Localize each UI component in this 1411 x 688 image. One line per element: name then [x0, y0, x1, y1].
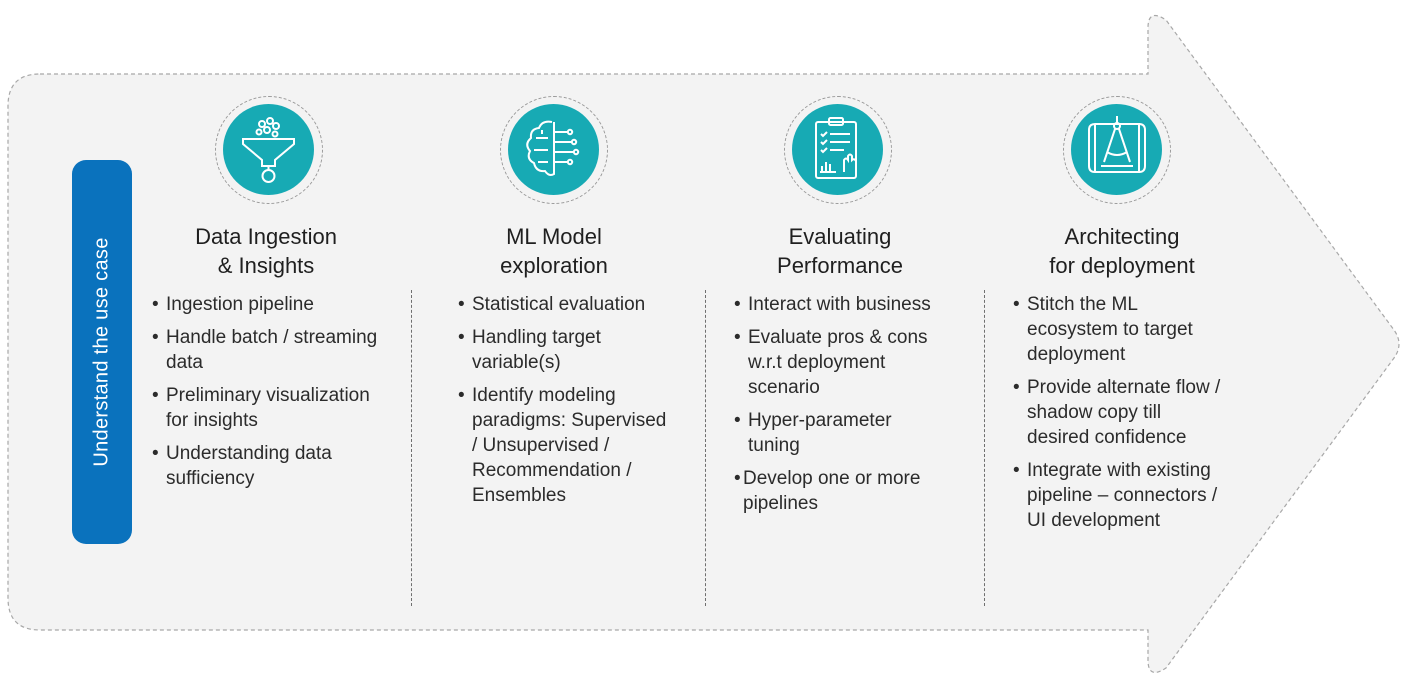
- stage-bullets-data-ingestion: Ingestion pipeline Handle batch / stream…: [152, 292, 392, 499]
- list-item: Handling target variable(s): [458, 325, 672, 375]
- list-item: Hyper-parameter tuning: [734, 408, 940, 458]
- use-case-side-label: Understand the use case: [72, 160, 132, 544]
- list-item: Handle batch / streaming data: [152, 325, 392, 375]
- list-item: Understanding data sufficiency: [152, 441, 392, 491]
- list-item: Statistical evaluation: [458, 292, 672, 317]
- stage-divider: [411, 290, 412, 606]
- stage-bullets-ml-model: Statistical evaluation Handling target v…: [458, 292, 672, 516]
- stage-title-line1: Evaluating: [788, 224, 892, 249]
- list-item: Evaluate pros & cons w.r.t deployment sc…: [734, 325, 940, 400]
- side-label-text: Understand the use case: [90, 237, 113, 467]
- list-item: Integrate with existing pipeline – conne…: [1013, 458, 1227, 533]
- list-item: Stitch the ML ecosystem to target deploy…: [1013, 292, 1227, 367]
- list-item: Interact with business: [734, 292, 940, 317]
- funnel-icon: [215, 96, 323, 204]
- stage-title-line1: ML Model: [506, 224, 602, 249]
- stage-divider: [705, 290, 706, 606]
- stage-title-evaluating: Evaluating Performance: [732, 222, 948, 280]
- list-item: Preliminary visualization for insights: [152, 383, 392, 433]
- stage-bullets-architecting: Stitch the ML ecosystem to target deploy…: [1013, 292, 1227, 541]
- stage-title-ml-model: ML Model exploration: [446, 222, 662, 280]
- stage-title-line2: Performance: [777, 253, 903, 278]
- stage-divider: [984, 290, 985, 606]
- stage-title-line2: for deployment: [1049, 253, 1195, 278]
- stage-title-line1: Architecting: [1064, 224, 1180, 249]
- clipboard-checklist-icon: [784, 96, 892, 204]
- stage-title-data-ingestion: Data Ingestion & Insights: [158, 222, 374, 280]
- list-item: Develop one or more pipelines: [734, 466, 940, 516]
- stage-title-line2: exploration: [500, 253, 608, 278]
- list-item: Identify modeling paradigms: Supervised …: [458, 383, 672, 508]
- list-item: Ingestion pipeline: [152, 292, 392, 317]
- list-item: Provide alternate flow / shadow copy til…: [1013, 375, 1227, 450]
- brain-circuit-icon: [500, 96, 608, 204]
- stage-bullets-evaluating: Interact with business Evaluate pros & c…: [734, 292, 940, 524]
- blueprint-compass-icon: [1063, 96, 1171, 204]
- stage-title-architecting: Architecting for deployment: [1014, 222, 1230, 280]
- stage-title-line2: & Insights: [217, 253, 315, 278]
- stage-title-line1: Data Ingestion: [195, 224, 337, 249]
